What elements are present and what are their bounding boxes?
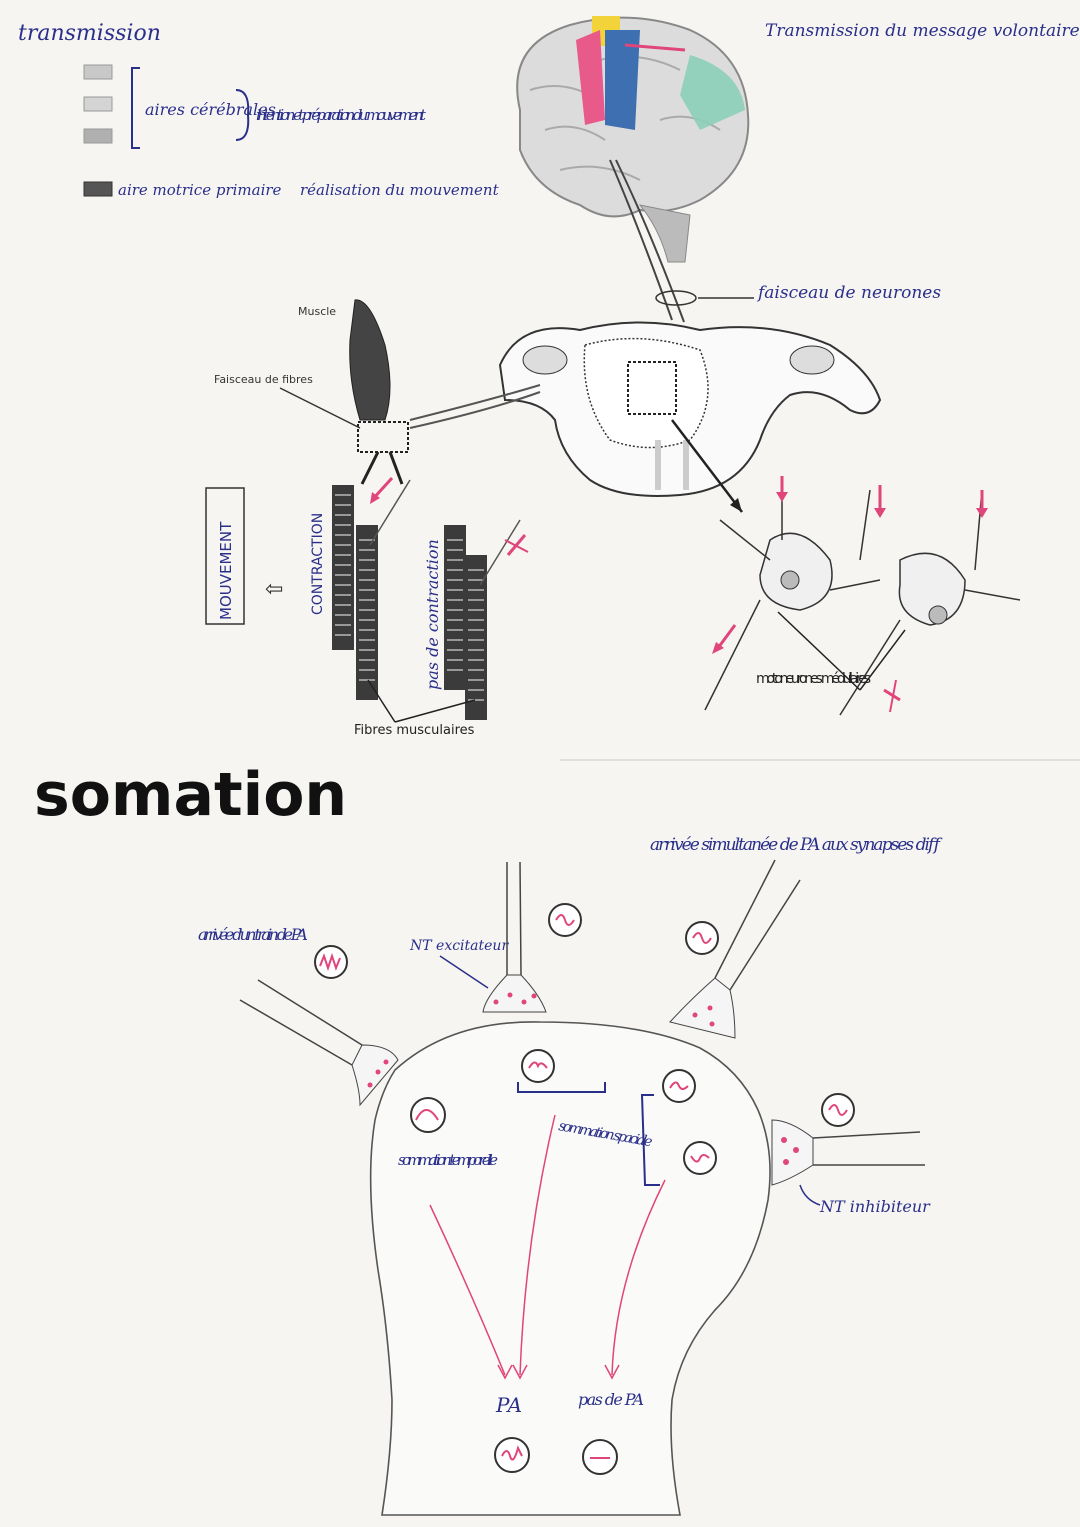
page-title-right: Transmission du message volontaire	[765, 21, 1080, 41]
pa-label: PA	[495, 1393, 522, 1417]
train-label: arrivée d'un train de PA	[198, 925, 308, 944]
pas-de-pa-label: pas de PA	[578, 1390, 644, 1409]
synapse-top	[482, 861, 547, 1013]
faisceau-neurones-label: faisceau de neurones	[756, 283, 941, 303]
brain-illustration	[516, 16, 750, 323]
legend-motor-label: aire motrice primaire	[118, 181, 282, 199]
nt-inhibiteur-label: NT inhibiteur	[819, 1197, 931, 1216]
page-title-transmission: transmission	[18, 21, 161, 46]
synapse-left	[239, 979, 399, 1107]
somation-heading: somation	[34, 760, 347, 830]
mouvement-box	[205, 487, 245, 625]
pas-contraction-label: pas de contraction	[423, 539, 442, 690]
signal-icon-temporal	[410, 1097, 446, 1133]
left-arrow-icon: ⇦	[265, 577, 283, 602]
muscle-label: Muscle	[298, 305, 336, 318]
fibres-musculaires-label: Fibres musculaires	[354, 723, 475, 738]
synapse-right-top	[669, 859, 801, 1039]
output-pa-icon	[494, 1437, 530, 1473]
mouvement-label: MOUVEMENT	[217, 521, 235, 620]
motoneurons	[704, 476, 1021, 716]
spinal-cord-section	[409, 321, 882, 497]
simultanee-label: arrivée simultanée de PA aux synapses di…	[650, 835, 943, 855]
legend: aires cérébrales intention et préparatio…	[83, 64, 500, 199]
post-synaptic-neuron	[369, 1021, 771, 1516]
faisceau-fibres-label: Faisceau de fibres	[214, 373, 313, 386]
legend-intention-label: intention et préparation du mouvement	[256, 106, 427, 124]
summation-arrows	[429, 1114, 666, 1380]
legend-aires-label: aires cérébrales	[145, 100, 276, 119]
muscle-fibres	[332, 476, 529, 720]
synapse-inhibitory	[771, 1119, 925, 1186]
sommation-temporelle-label: sommation temporelle	[398, 1151, 498, 1169]
nt-excitateur-label: NT excitateur	[409, 938, 509, 954]
contraction-label: CONTRACTION	[310, 513, 326, 615]
legend-realisation-label: réalisation du mouvement	[300, 181, 500, 199]
muscle-illustration	[349, 299, 409, 453]
